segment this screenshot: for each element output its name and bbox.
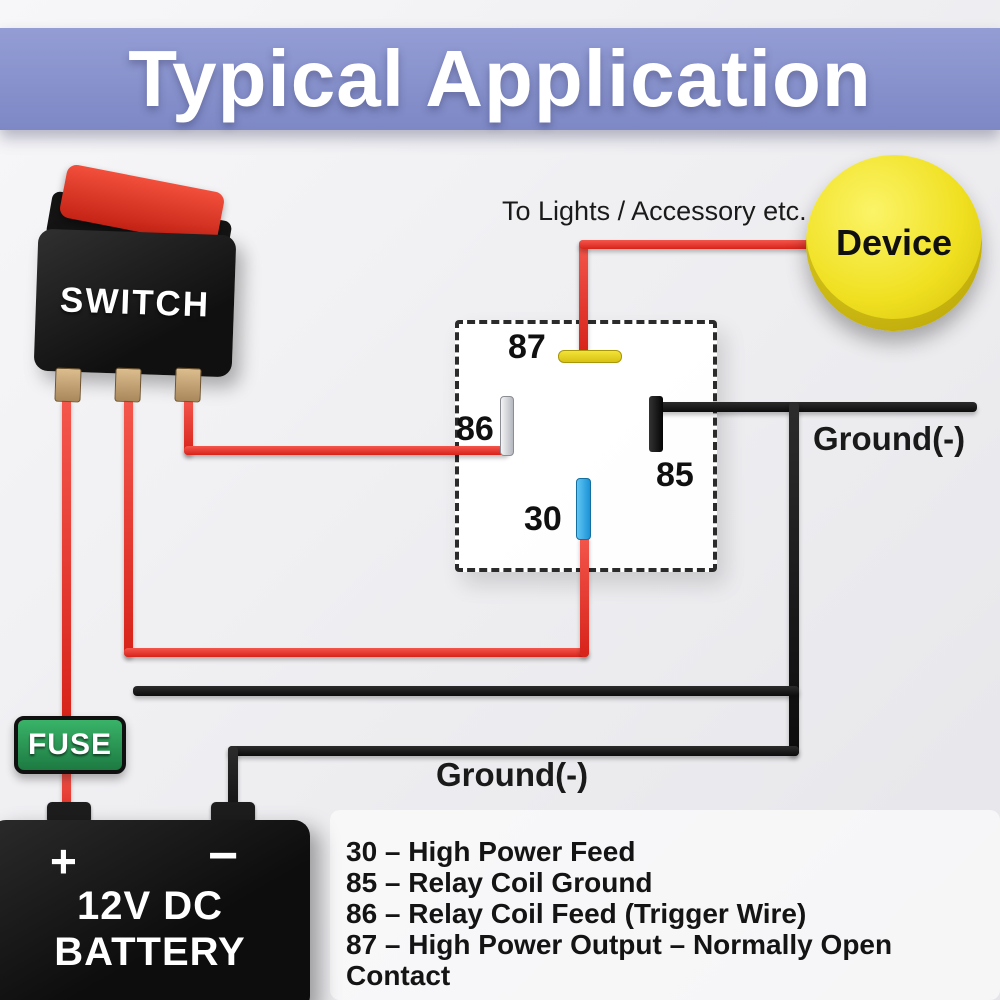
annotation-to-lights: To Lights / Accessory etc.: [502, 196, 807, 226]
fuse-label: FUSE: [27, 728, 112, 761]
battery-terminal-negative: [211, 802, 255, 824]
ground-label-right: Ground(-): [813, 420, 966, 457]
wire-battery-negative: [228, 746, 238, 830]
fuse: FUSE: [14, 716, 126, 774]
wire-switch-mid-down: [124, 398, 133, 657]
wire-relay85-to-ground: [655, 402, 977, 412]
device-label: Device: [835, 222, 953, 263]
terminal-label-85: 85: [656, 456, 694, 494]
header-banner: Typical Application: [0, 28, 1000, 130]
wire-switch-to-fuse: [62, 398, 71, 724]
battery-voltage-label: 12V DC: [76, 884, 224, 928]
wire-relay87-riser: [579, 240, 588, 355]
wire-fuse-to-battery: [62, 766, 71, 828]
battery: + − 12V DC BATTERY: [0, 820, 310, 1000]
switch-terminal-1: [54, 367, 82, 403]
wire-relay87-to-device: [579, 240, 814, 249]
wire-ground-upper-run: [133, 686, 799, 696]
battery-terminal-positive: [47, 802, 91, 824]
legend-item: 30 – High Power Feed: [346, 836, 636, 867]
wire-ground-lower-run: [228, 746, 799, 756]
page-title: Typical Application: [128, 34, 872, 123]
legend-panel: 30 – High Power Feed 85 – Relay Coil Gro…: [330, 810, 1000, 1000]
relay-terminal-87: [558, 350, 622, 363]
terminal-label-87: 87: [508, 328, 546, 366]
wire-relay30-riser: [580, 534, 589, 657]
wire-to-relay30-horizontal: [124, 648, 589, 657]
wire-to-relay86-horizontal: [184, 446, 509, 455]
switch-label: SWITCH: [59, 280, 211, 325]
terminal-label-86: 86: [456, 410, 494, 448]
ground-label-bottom: Ground(-): [436, 756, 589, 793]
wire-switch-right-down: [184, 398, 193, 455]
legend-item: 85 – Relay Coil Ground: [346, 867, 653, 898]
battery-minus-sign: −: [208, 827, 239, 885]
relay-terminal-86: [500, 396, 514, 456]
wire-ground-vertical: [789, 402, 799, 756]
relay-terminal-85: [649, 396, 663, 452]
switch-terminal-2: [114, 367, 142, 403]
legend-item: 86 – Relay Coil Feed (Trigger Wire): [346, 898, 807, 929]
relay-terminal-30: [576, 478, 591, 540]
battery-name-label: BATTERY: [54, 930, 246, 974]
battery-plus-sign: +: [50, 835, 77, 887]
device: Device: [806, 155, 982, 331]
legend-item: 87 – High Power Output – Normally Open C…: [346, 929, 893, 991]
switch-body: SWITCH: [33, 228, 237, 378]
switch-terminal-3: [174, 367, 202, 403]
terminal-label-30: 30: [524, 500, 562, 538]
